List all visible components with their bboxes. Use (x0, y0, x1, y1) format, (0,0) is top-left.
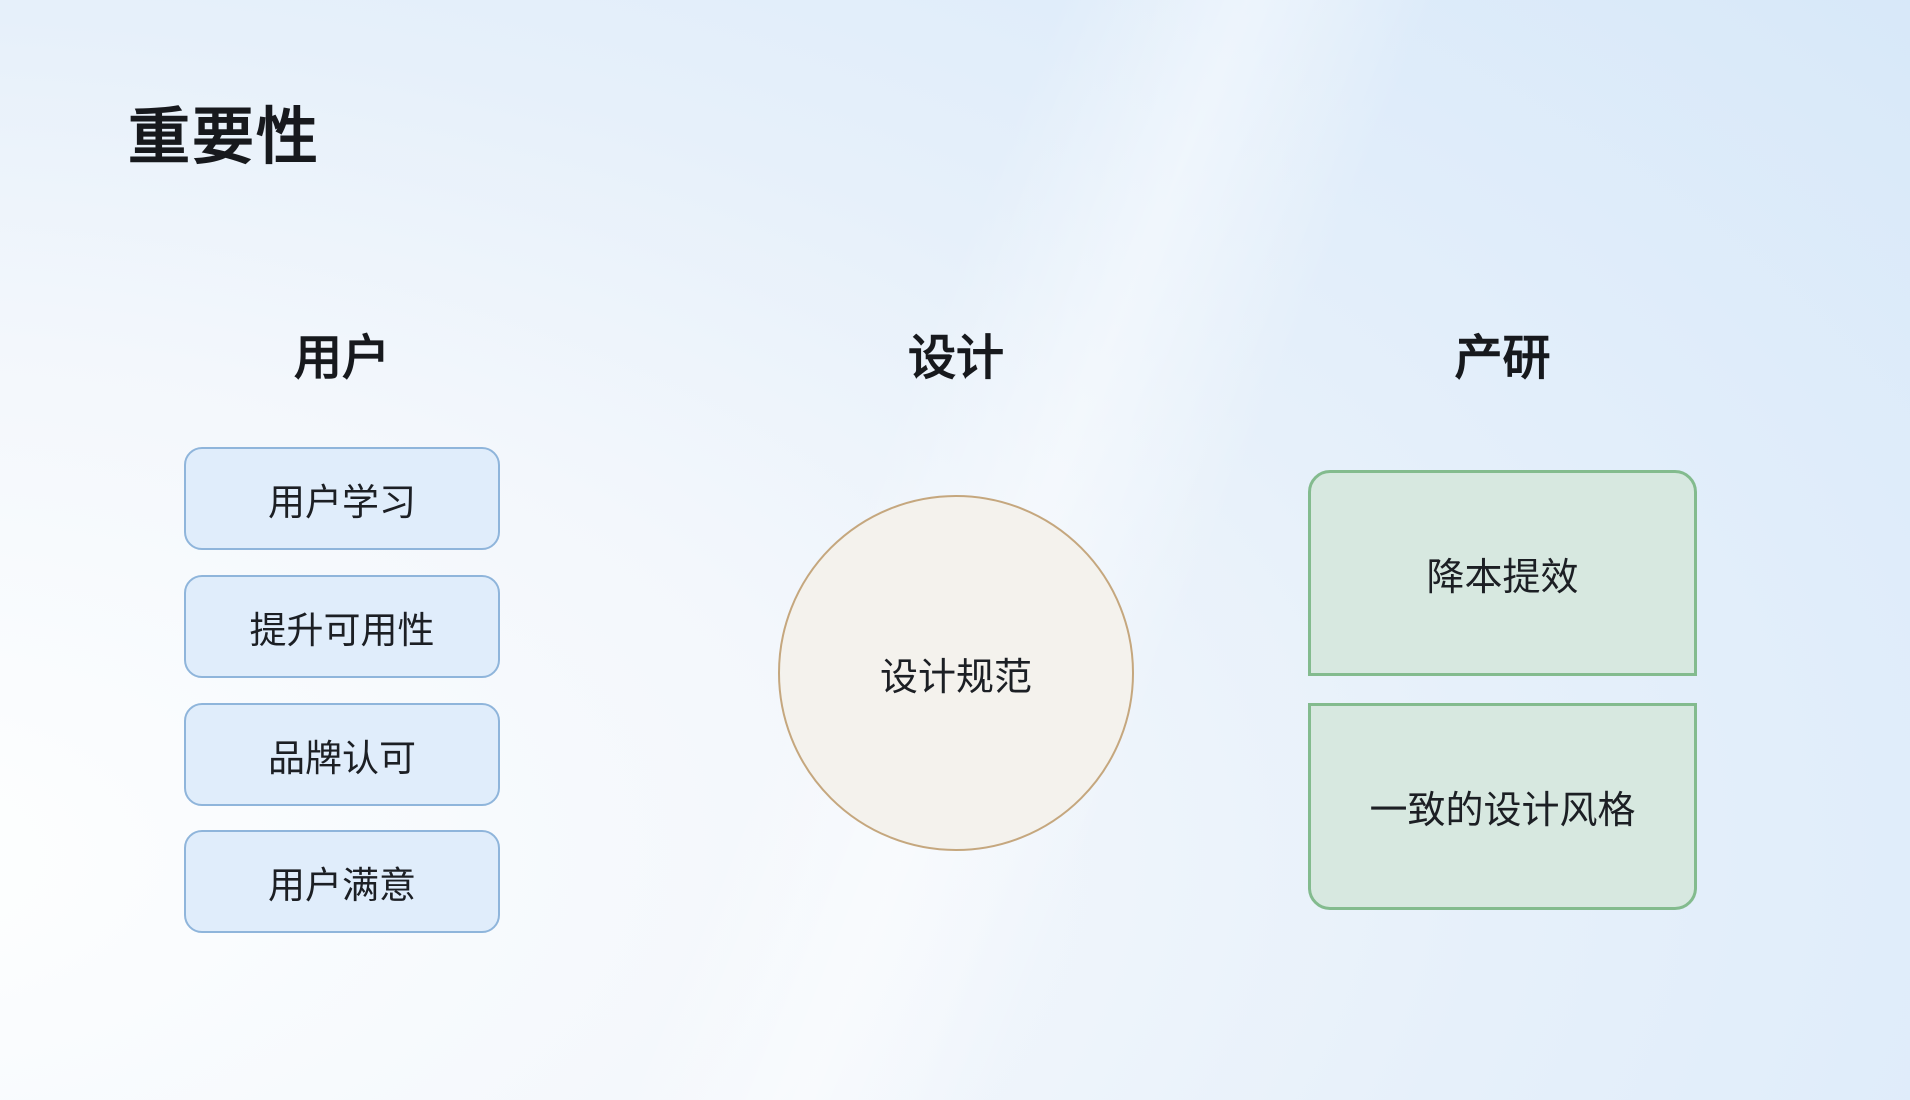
user-benefit-box-learning: 用户学习 (184, 447, 500, 550)
column-header-product-rnd: 产研 (1454, 332, 1551, 385)
design-spec-circle: 设计规范 (778, 495, 1134, 851)
prod-benefit-box-consistency: 一致的设计风格 (1308, 703, 1697, 910)
column-header-users: 用户 (293, 332, 390, 385)
column-header-design: 设计 (907, 332, 1004, 385)
user-benefit-box-usability: 提升可用性 (184, 575, 500, 678)
user-benefit-box-satisfaction: 用户满意 (184, 830, 500, 933)
page-title: 重要性 (128, 103, 321, 172)
user-benefit-box-brand: 品牌认可 (184, 703, 500, 806)
prod-benefit-box-efficiency: 降本提效 (1308, 470, 1697, 676)
